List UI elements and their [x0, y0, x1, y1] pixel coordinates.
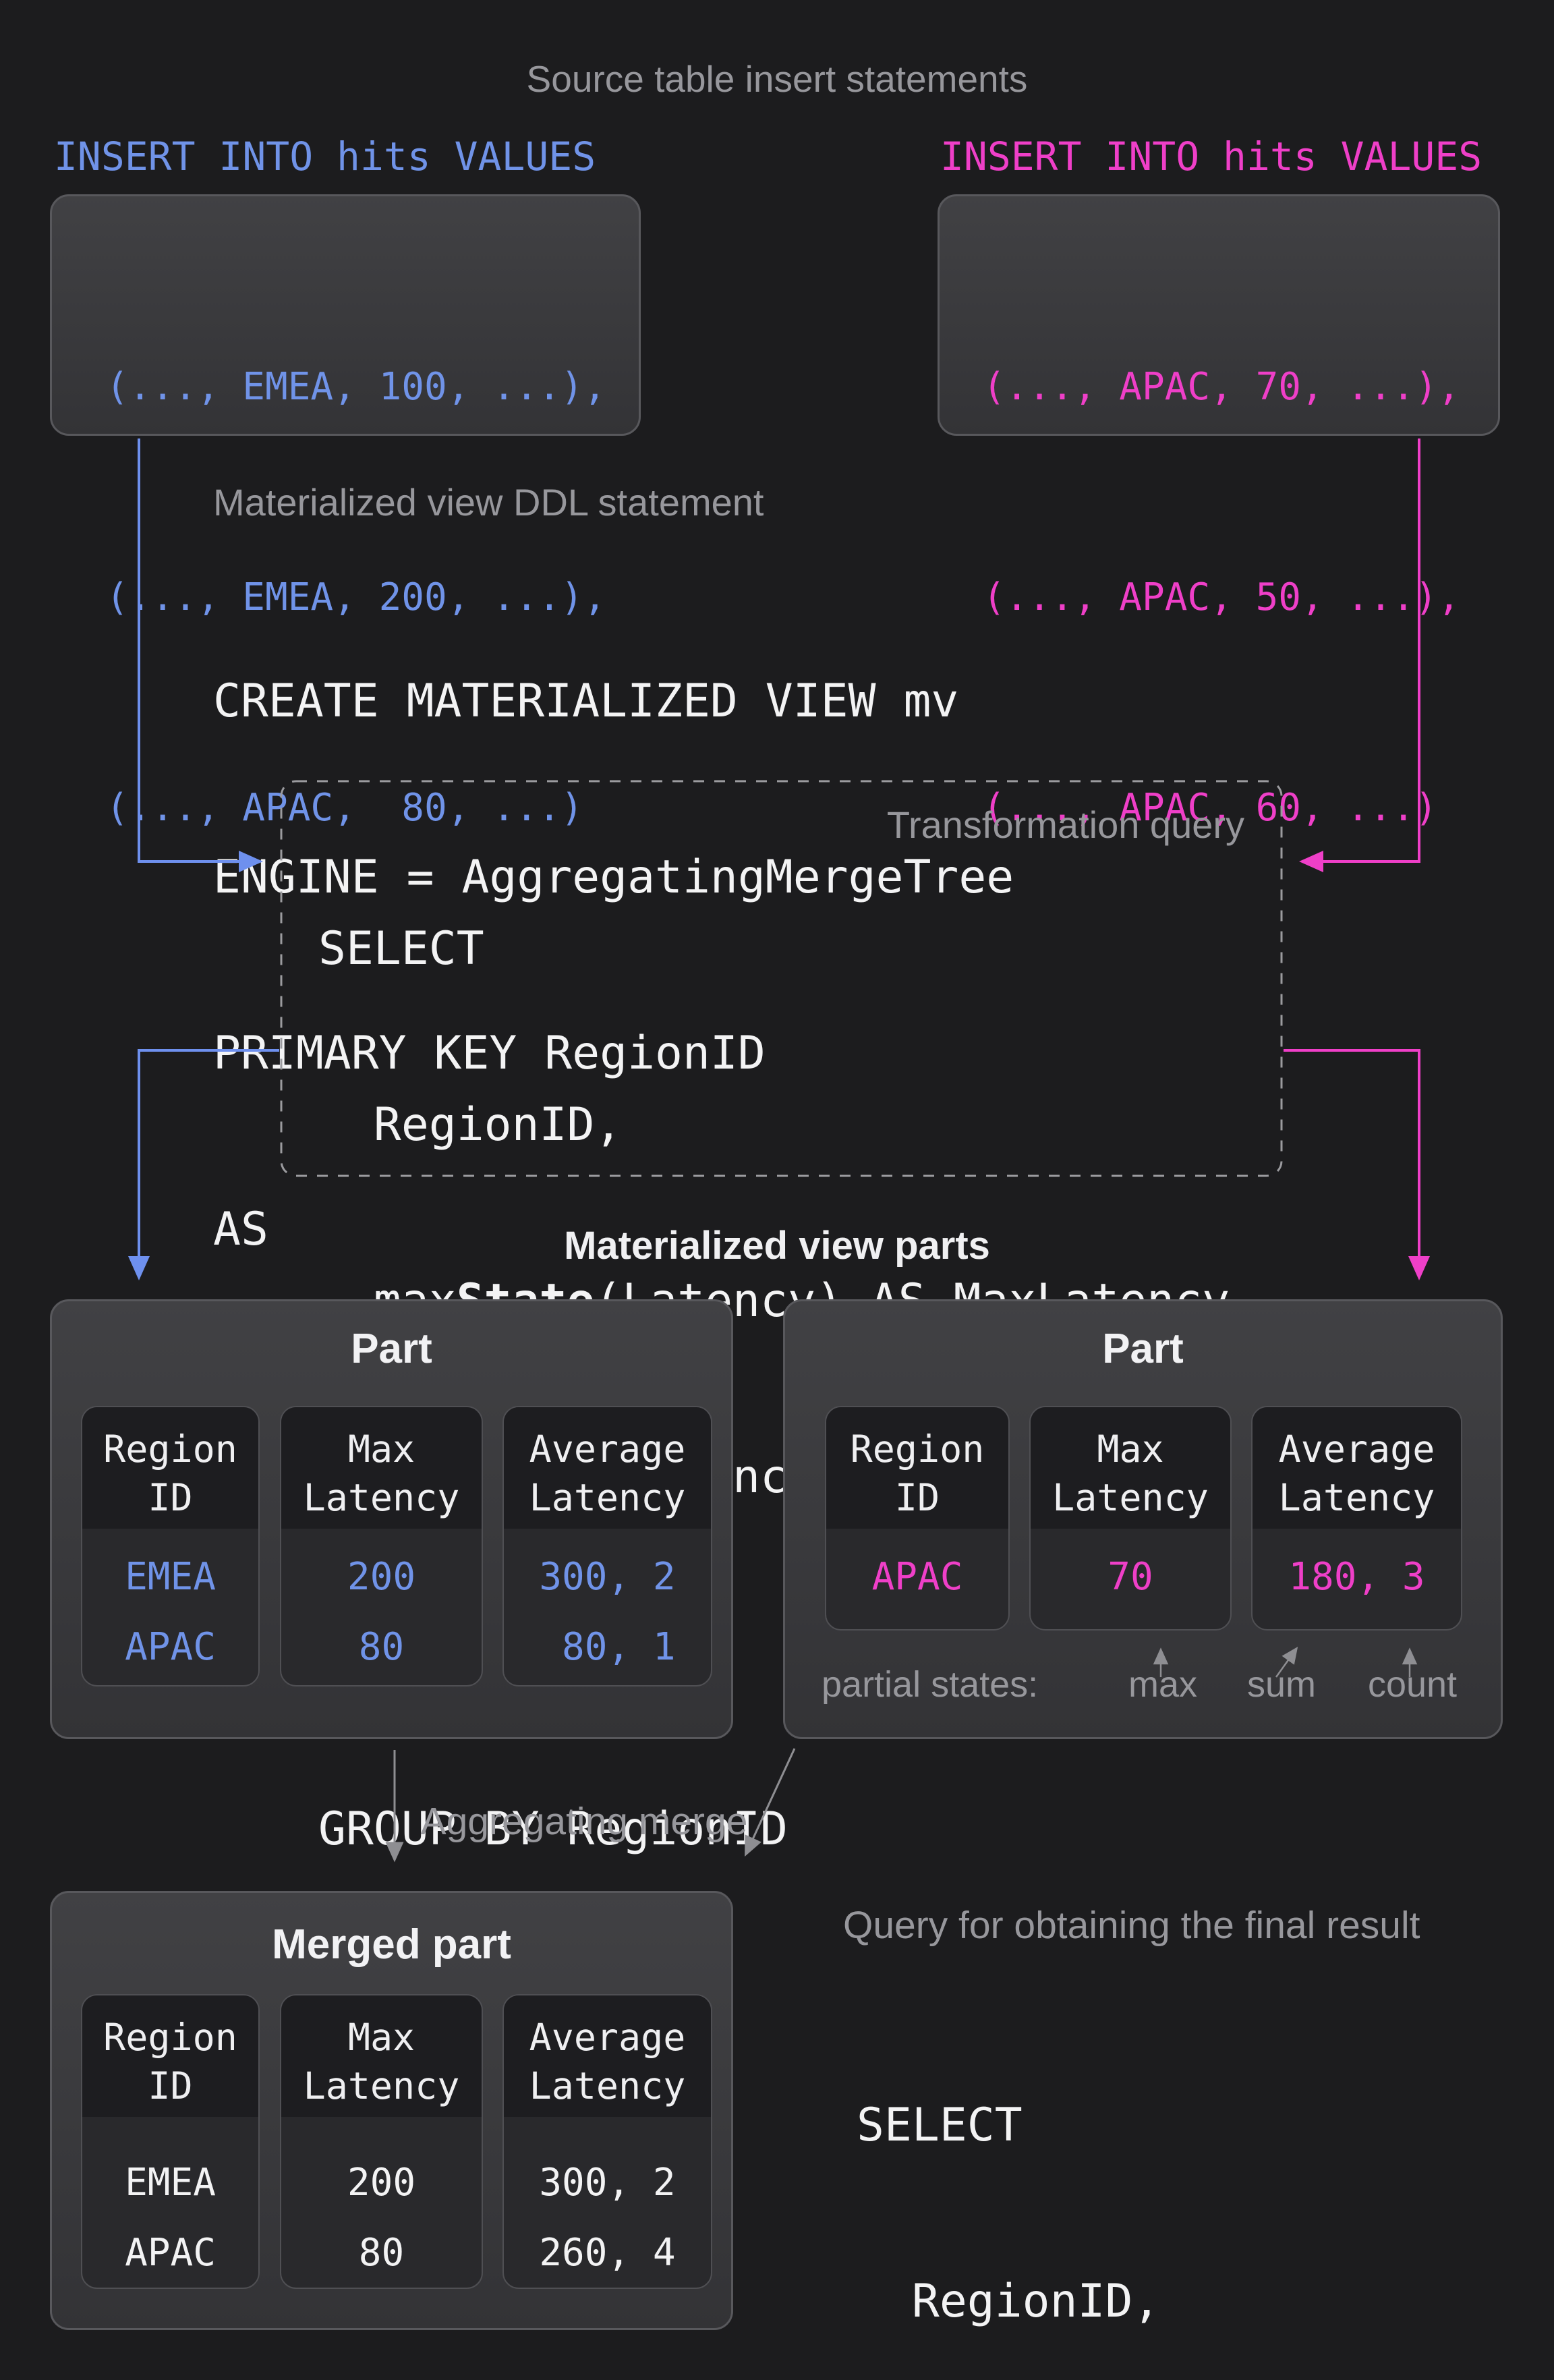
- transformation-query-box: Transformation query SELECT RegionID, ma…: [281, 781, 1282, 1856]
- cell: 300, 2: [539, 1555, 676, 1599]
- final-query-label: Query for obtaining the final result: [843, 1904, 1420, 1947]
- ddl-label: Materialized view DDL statement: [213, 481, 764, 523]
- insert-right-row: (..., APAC, 50, ...),: [983, 575, 1461, 619]
- cell: EMEA: [125, 2161, 216, 2205]
- part-right-title: Part: [1102, 1326, 1184, 1372]
- insert-left-box: (..., EMEA, 100, ...), (..., EMEA, 200, …: [50, 194, 641, 830]
- partial-states-label: partial states:: [822, 1664, 1039, 1705]
- cell: 180, 3: [1288, 1555, 1425, 1599]
- materialized-view-parts-label: Materialized view parts: [564, 1224, 990, 1268]
- cell: 300, 2: [539, 2161, 676, 2205]
- partial-state-sum: sum: [1246, 1664, 1317, 1705]
- code-line: RegionID,: [857, 2275, 1161, 2328]
- cell: APAC: [125, 2231, 216, 2275]
- cell: 70: [1107, 1555, 1153, 1599]
- code-line: SELECT: [318, 922, 484, 975]
- merged-part-title: Merged part: [272, 1921, 511, 1968]
- cell: EMEA: [125, 1555, 216, 1599]
- cell: 80, 1: [539, 1625, 676, 1669]
- partial-state-count: count: [1367, 1664, 1458, 1705]
- cell: APAC: [871, 1555, 963, 1599]
- cell: 200: [347, 2161, 416, 2205]
- cell: 80: [358, 1625, 405, 1669]
- insert-right-row: (..., APAC, 70, ...),: [983, 365, 1461, 409]
- code-line: RegionID,: [318, 1098, 623, 1152]
- insert-left-row: (..., EMEA, 100, ...),: [106, 365, 606, 409]
- part-left-title: Part: [351, 1326, 432, 1372]
- ddl-code-line: CREATE MATERIALIZED VIEW mv: [213, 675, 959, 728]
- cell: 80: [358, 2231, 405, 2275]
- cell: APAC: [125, 1625, 216, 1669]
- code-line: SELECT: [857, 2099, 1023, 2152]
- cell: 200: [347, 1555, 416, 1599]
- partial-state-max: max: [1128, 1664, 1198, 1705]
- insert-right-label: INSERT INTO hits VALUES: [940, 134, 1483, 179]
- insert-right-box: (..., APAC, 70, ...), (..., APAC, 50, ..…: [938, 194, 1500, 830]
- page-title: Source table insert statements: [526, 58, 1028, 100]
- insert-left-label: INSERT INTO hits VALUES: [54, 134, 596, 179]
- cell: 260, 4: [539, 2231, 676, 2275]
- aggregating-merge-label: Aggregating merge: [420, 1800, 748, 1843]
